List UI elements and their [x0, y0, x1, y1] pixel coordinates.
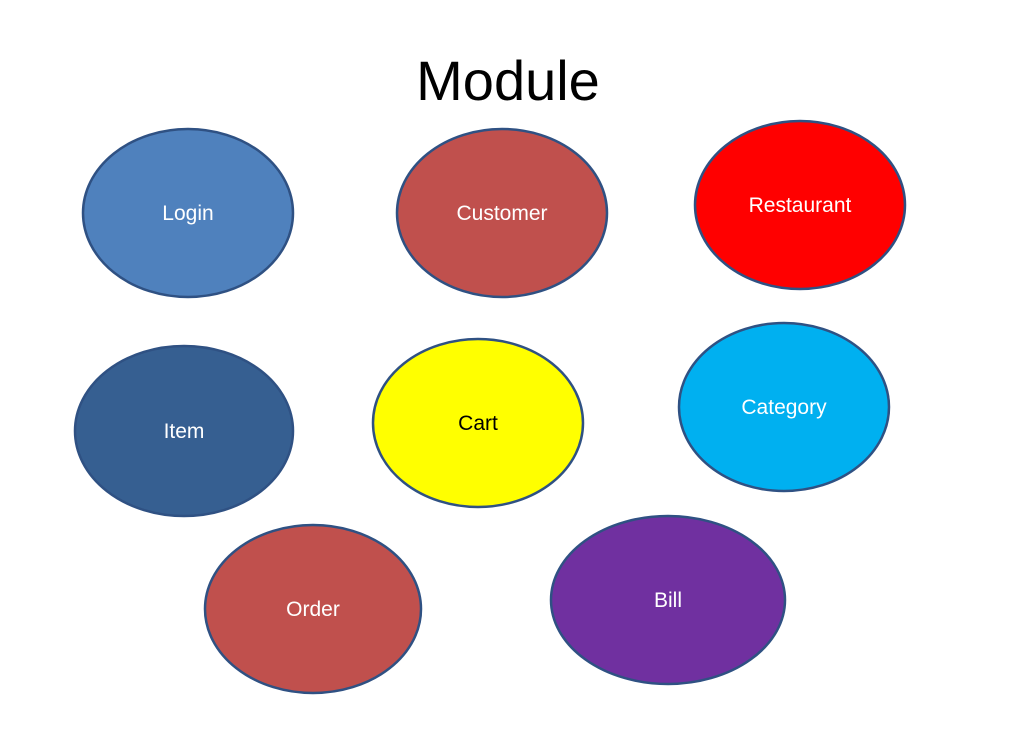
category-label: Category: [741, 396, 827, 419]
module-node-item: Item: [73, 344, 295, 518]
customer-label: Customer: [456, 202, 547, 225]
order-label: Order: [286, 598, 340, 621]
login-ellipse: [81, 127, 295, 299]
item-label: Item: [164, 420, 205, 443]
module-node-bill: Bill: [549, 514, 787, 686]
cart-label: Cart: [458, 412, 498, 435]
bill-ellipse: [549, 514, 787, 686]
customer-ellipse: [395, 127, 609, 299]
diagram-title: Module: [416, 49, 600, 112]
bill-label: Bill: [654, 589, 682, 612]
item-ellipse: [73, 344, 295, 518]
module-node-restaurant: Restaurant: [693, 119, 907, 291]
module-node-login: Login: [81, 127, 295, 299]
restaurant-ellipse: [693, 119, 907, 291]
module-node-category: Category: [677, 321, 891, 493]
order-ellipse: [203, 523, 423, 695]
category-ellipse: [677, 321, 891, 493]
restaurant-label: Restaurant: [749, 194, 852, 217]
cart-ellipse: [371, 337, 585, 509]
module-node-customer: Customer: [395, 127, 609, 299]
module-node-order: Order: [203, 523, 423, 695]
login-label: Login: [162, 202, 213, 225]
module-node-cart: Cart: [371, 337, 585, 509]
